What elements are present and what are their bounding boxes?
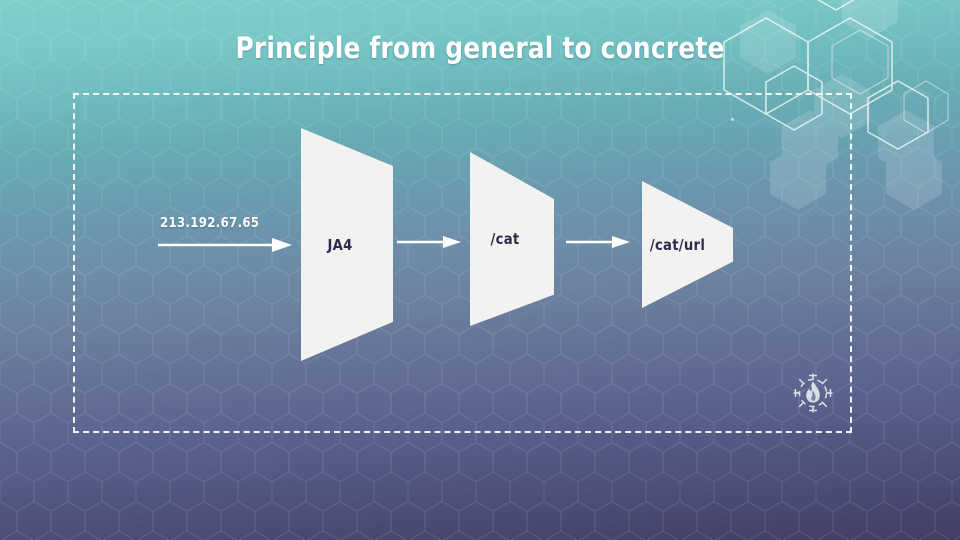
dashed-content-frame (73, 93, 852, 433)
source-ip-label: 213.192.67.65 (160, 216, 260, 231)
flow-step-label: /cat/url (649, 235, 706, 254)
accent-dot (731, 118, 734, 121)
flow-step-ja4[interactable]: JA4 (301, 128, 393, 361)
arrow-step-1-to-step-2-icon (397, 235, 461, 249)
flow-step-label: JA4 (327, 235, 353, 254)
arrow-source-to-step-1-icon (158, 238, 292, 252)
arrow-step-2-to-step-3-icon (566, 235, 630, 249)
flow-step-label: /cat (490, 230, 520, 248)
page-title: Principle from general to concrete (235, 31, 725, 65)
flame-crosshair-icon (790, 370, 836, 416)
